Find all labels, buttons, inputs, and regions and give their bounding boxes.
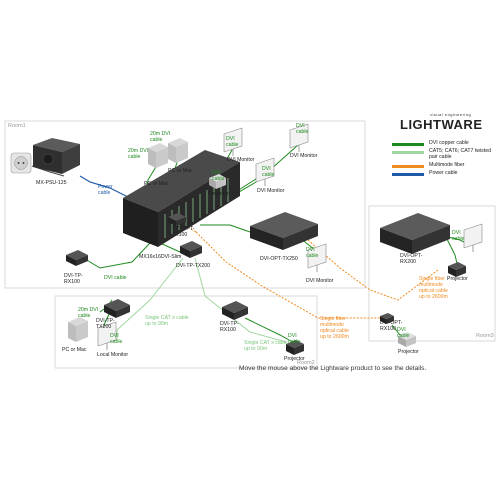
room1-label: Room1 [8,123,26,129]
hover-hint-text: Move the mouse above the Lightware produ… [239,365,427,372]
opt-rx100-label: DVI-OPT-RX100 [380,320,403,332]
cable-label-dvi-7: DVI cable [452,230,465,242]
pc-top-a-label: PC or Mac [144,181,169,187]
tp-rx100-room2-label: DVI-TP-RX100 [220,321,239,333]
cable-label-power: Power cable [98,184,113,196]
dvi-monitor-2-device [289,123,309,152]
projector-room2-label: Projector [284,356,305,362]
legend-label: DVI copper cable [429,140,469,146]
fiber-cable-room3 [307,239,439,301]
room1-frame [4,120,366,289]
cable-label-cat-left: Single CAT x cable up to 90m [145,315,189,327]
cable-label-cat-right: Single CAT x cable up to 90m [244,340,288,352]
projector-bottom-label: Projector [398,349,419,355]
tp-tx200-device[interactable] [180,241,202,258]
dvi-monitor-3-label: DVI Monitor [257,188,285,194]
tp-rx100-left-device[interactable] [66,250,88,266]
power-cable [79,175,131,199]
psu-label: MX-PSU-125 [36,180,67,186]
pc-top-a-device [148,143,168,168]
cable-label-dvi-20m-a: 20m DVI cable [150,131,171,143]
tp-tx200-label: DVI-TP-TX200 [176,263,211,269]
cable-label-dvi-2: DVI cable [296,123,309,135]
legend-label: Power cable [429,170,458,176]
pc-top-b-label: PC or Mac [168,168,193,174]
cable-label-dvi-20m-b: 20m DVI cable [128,148,149,160]
dvi-monitor-4-device [307,243,327,272]
opt-rx200-device[interactable] [380,213,450,254]
room2-label: Room2 [297,360,315,366]
dvi-cable-rx100-left [79,242,151,269]
opt-tx100-label: DVI-OPT-TX100 [172,226,195,238]
cable-label-dvi-3: DVI cable [262,166,275,178]
legend-label: CAT5; CAT6; CAT7 twisted pair cable [429,148,491,160]
legend-swatch-fiber [392,165,424,168]
cat-cable-left [116,257,184,340]
cable-label-dvi-6: DVI cable [306,247,319,259]
pc-room2-label: PC or Mac [62,347,87,353]
cable-label-dvi-10: DVI cable [397,327,410,339]
room3-frame [368,205,496,342]
tp-tx200-room2-device[interactable] [104,299,130,318]
brand-tagline: visual engineering [430,112,472,117]
legend-label: Multimode fiber [429,162,465,168]
local-monitor-label: Local Monitor [97,352,129,358]
pc-room2-device [68,317,88,342]
matrix-label: MX16x16DVI-Slim [139,254,182,260]
dvi-monitor-1-device [223,127,243,156]
projector-room2-device [286,340,304,355]
cable-label-dvi-8: DVI cable [110,333,123,345]
lightware-logo: visual engineering LIGHTWARE [400,112,483,132]
room2-frame [54,295,318,369]
room3-label: Room3 [476,333,494,339]
fiber-cable-long [195,231,384,319]
legend-item-fiber: Multimode fiber [392,162,500,169]
psu-device[interactable] [33,138,80,174]
projector-1-device [209,174,226,189]
legend-swatch-dvi [392,143,424,146]
wall-socket-icon [10,152,32,174]
legend-item-dvi: DVI copper cable [392,140,500,147]
legend-swatch-power [392,173,424,176]
legend-item-cat: CAT5; CAT6; CAT7 twisted pair cable [392,148,500,161]
opt-tx100-device[interactable] [168,213,186,226]
dvi-monitor-1-label: DVI Monitor [227,157,255,163]
dvi-monitor-4-label: DVI Monitor [306,278,334,284]
cable-label-dvi-9: DVI cable [288,333,301,345]
projector-room3-device [448,262,466,277]
projector-bottom-device [398,332,416,347]
pc-top-b-device [168,138,188,163]
tp-rx100-left-label: DVI-TP-RX100 [64,273,83,285]
cable-label-dvi-20m-c: 20m DVI cable [78,307,99,319]
brand-name: LIGHTWARE [400,117,483,132]
cable-label-dvi-5: DVI cable [212,170,225,182]
opt-tx250-device[interactable] [250,212,318,250]
tp-tx200-room2-label: DVI-TP-TX200 [96,318,115,330]
cable-label-fiber-room3: Single fiber multimode optical cable up … [419,276,448,300]
projector-1-label: Projector [208,191,229,197]
dvi-monitor-2-label: DVI Monitor [290,153,318,159]
tp-rx100-room2-device[interactable] [222,301,248,320]
dvi-cable-tx250 [200,224,251,233]
opt-tx250-label: DVI-OPT-TX250 [260,256,298,262]
opt-rx100-device[interactable] [380,313,394,324]
projector-room3-label: Projector [447,276,468,282]
cable-label-fiber-long: Single fiber multimode optical cable up … [320,316,349,340]
legend-swatch-cat [392,151,424,154]
room3-monitor-device [463,223,483,252]
local-monitor-device [97,321,117,350]
cable-label-dvi-4: DVI cable [104,275,127,281]
cable-label-dvi-1: DVI cable [226,136,239,148]
legend-item-power: Power cable [392,170,500,177]
dvi-monitor-3-device [255,157,275,186]
opt-rx200-label: DVI-OPT-RX200 [400,253,423,265]
